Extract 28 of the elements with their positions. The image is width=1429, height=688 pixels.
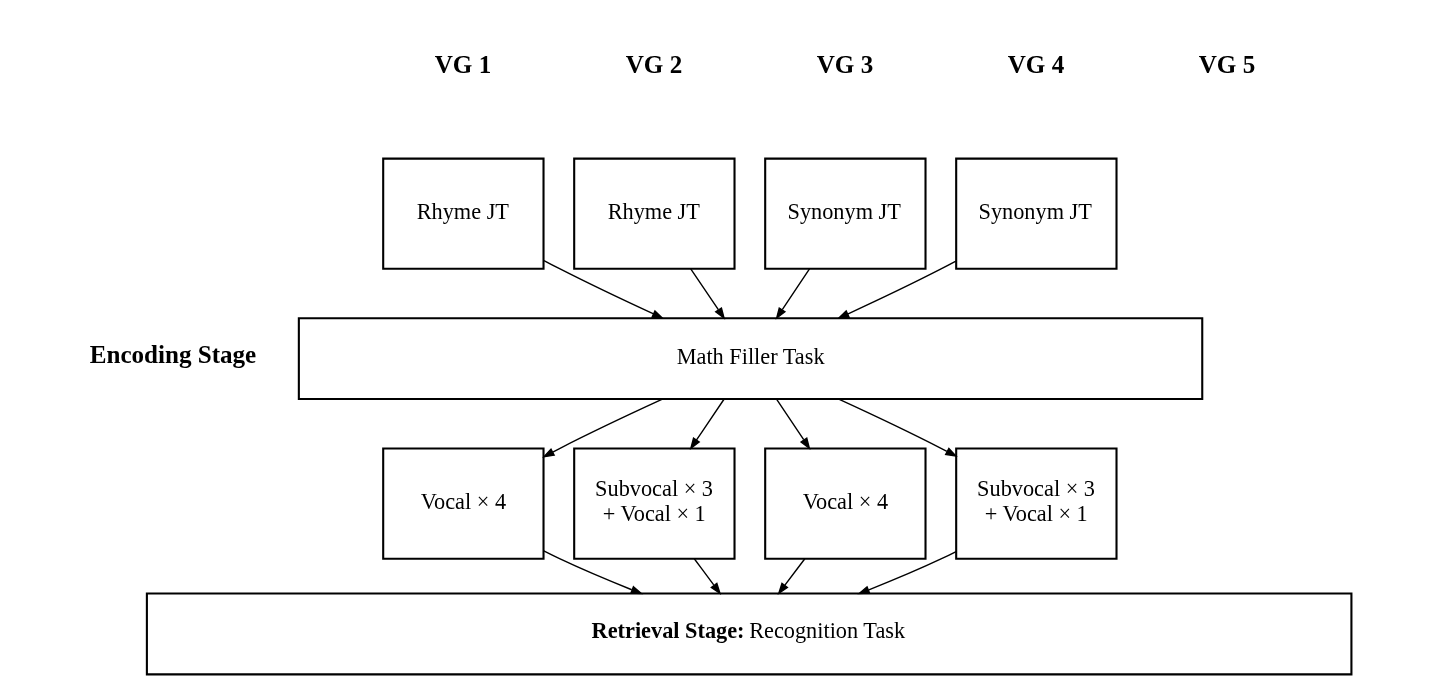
arrow xyxy=(689,398,725,450)
arrow xyxy=(689,268,725,320)
arrow xyxy=(542,259,664,319)
label: VG 2 xyxy=(625,51,682,79)
label: VG 3 xyxy=(816,51,873,79)
label: VG 1 xyxy=(434,51,491,79)
arrow xyxy=(693,558,721,595)
label: Encoding Stage xyxy=(89,341,256,369)
node-box: Synonym JT xyxy=(954,157,1118,270)
node-box: Synonym JT xyxy=(763,157,927,270)
node-box: Subvocal × 3 + Vocal × 1 xyxy=(954,447,1118,560)
node-box: Retrieval Stage: Recognition Task xyxy=(145,592,1352,676)
node-box: Vocal × 4 xyxy=(763,447,927,560)
label: VG 5 xyxy=(1198,51,1255,79)
arrow xyxy=(837,398,958,458)
arrow xyxy=(542,550,643,595)
node-box: Rhyme JT xyxy=(381,157,545,270)
arrow xyxy=(775,398,810,450)
arrow xyxy=(775,268,810,320)
arrow xyxy=(856,550,957,595)
label: VG 4 xyxy=(1007,51,1064,79)
arrow xyxy=(541,398,663,458)
node-box: Vocal × 4 xyxy=(381,447,545,560)
node-box: Subvocal × 3 + Vocal × 1 xyxy=(572,447,736,560)
arrow xyxy=(836,260,957,320)
node-box: Math Filler Task xyxy=(297,317,1203,401)
arrow xyxy=(777,558,806,595)
node-box: Rhyme JT xyxy=(572,157,736,270)
